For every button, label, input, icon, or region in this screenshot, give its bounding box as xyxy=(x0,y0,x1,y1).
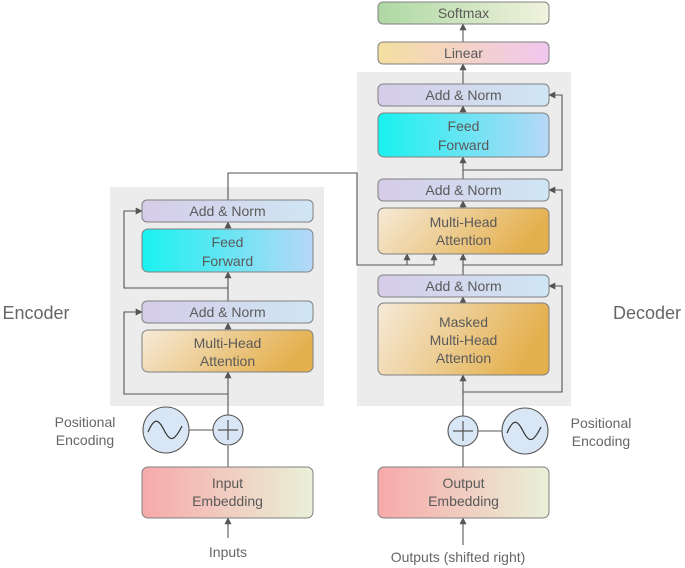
decoder-linear-label: Linear xyxy=(444,45,483,61)
encoder-sine-wave-icon xyxy=(142,406,190,454)
encoder-add-norm-bottom: Add & Norm xyxy=(141,300,314,324)
encoder-input-embedding: Input Embedding xyxy=(141,466,314,519)
encoder-positional-encoding-line1: Positional xyxy=(55,414,116,430)
decoder-add-norm-middle-label: Add & Norm xyxy=(425,182,501,198)
decoder-add-norm-top: Add & Norm xyxy=(377,83,550,107)
decoder-add-norm-top-label: Add & Norm xyxy=(425,87,501,103)
decoder-masked-attention-line3: Attention xyxy=(436,350,491,366)
decoder-feed-forward: Feed Forward xyxy=(377,112,550,158)
decoder-embedding-line1: Output xyxy=(442,475,484,491)
decoder-wires xyxy=(459,23,563,545)
decoder-output-embedding: Output Embedding xyxy=(377,466,550,519)
encoder-attention-line1: Multi-Head xyxy=(194,335,262,351)
decoder-softmax-label: Softmax xyxy=(438,5,489,21)
encoder-attention-line2: Attention xyxy=(200,353,255,369)
decoder-add-norm-bottom-label: Add & Norm xyxy=(425,278,501,294)
encoder-add-norm-top-label: Add & Norm xyxy=(189,203,265,219)
decoder-label: Decoder xyxy=(613,303,681,323)
decoder-masked-attention-line2: Multi-Head xyxy=(430,332,498,348)
encoder-wires xyxy=(123,172,438,538)
encoder-embedding-line1: Input xyxy=(212,475,243,491)
decoder-add-norm-bottom: Add & Norm xyxy=(377,274,550,298)
decoder-sine-wave-icon xyxy=(501,407,549,455)
encoder-label: Encoder xyxy=(2,303,69,323)
encoder-feed-forward-line1: Feed xyxy=(212,234,244,250)
decoder-masked-attention-line1: Masked xyxy=(439,314,488,330)
decoder-masked-attention: Masked Multi-Head Attention xyxy=(377,302,550,376)
decoder-add-icon xyxy=(447,415,479,447)
encoder-feed-forward: Feed Forward xyxy=(141,228,314,273)
encoder-add-norm-top: Add & Norm xyxy=(141,199,314,223)
decoder-linear: Linear xyxy=(377,41,550,65)
encoder-positional-encoding-line2: Encoding xyxy=(56,432,114,448)
encoder-add-norm-bottom-label: Add & Norm xyxy=(189,304,265,320)
encoder-embedding-line2: Embedding xyxy=(192,493,263,509)
encoder-add-icon xyxy=(212,414,244,446)
encoder-multi-head-attention: Multi-Head Attention xyxy=(141,329,314,373)
decoder-embedding-line2: Embedding xyxy=(428,493,499,509)
decoder-positional-encoding-line2: Encoding xyxy=(572,433,630,449)
decoder-feed-forward-line2: Forward xyxy=(438,137,489,153)
encoder-inputs-label: Inputs xyxy=(209,544,247,560)
decoder-softmax: Softmax xyxy=(377,1,550,25)
decoder-feed-forward-line1: Feed xyxy=(448,118,480,134)
decoder-add-norm-middle: Add & Norm xyxy=(377,178,550,202)
decoder-positional-encoding-line1: Positional xyxy=(571,415,632,431)
encoder-feed-forward-line2: Forward xyxy=(202,253,253,269)
decoder-cross-attention-line2: Attention xyxy=(436,232,491,248)
decoder-cross-attention: Multi-Head Attention xyxy=(377,207,550,255)
decoder-outputs-label: Outputs (shifted right) xyxy=(391,549,526,565)
decoder-cross-attention-line1: Multi-Head xyxy=(430,214,498,230)
